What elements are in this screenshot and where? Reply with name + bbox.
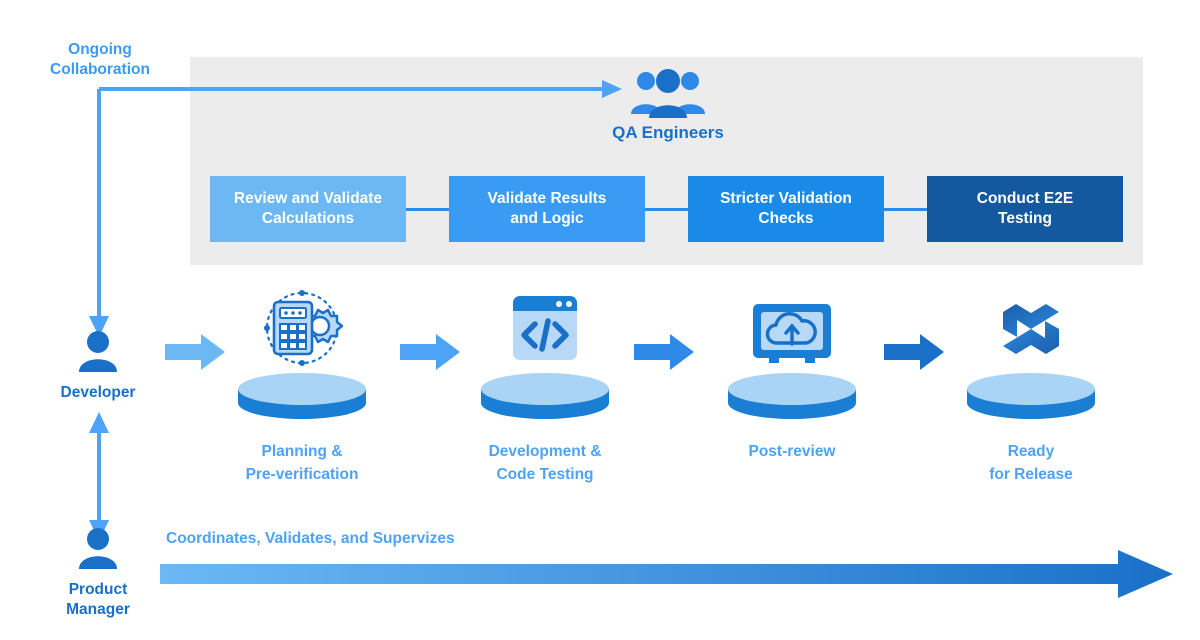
flow-arrow-1 <box>165 334 225 370</box>
stage-4-icon-wrap <box>931 288 1131 366</box>
stage-4-platform <box>931 372 1131 420</box>
qa-box-review-and-validate-calculations[interactable]: Review and Validate Calculations <box>210 176 406 242</box>
flow-arrow-2 <box>400 334 460 370</box>
stage-1-icon-wrap <box>202 288 402 366</box>
supervision-arrow <box>160 550 1173 598</box>
cylinder-platform-icon <box>967 373 1095 419</box>
stage-1-label-line1: Planning & <box>261 443 343 460</box>
cloud-upload-monitor-icon <box>753 304 831 363</box>
qa-engineers-title: QA Engineers <box>612 123 724 142</box>
stage-2-label-line2: Code Testing <box>496 466 594 483</box>
stage-3-label: Post-review <box>692 440 892 463</box>
flow-arrow-4 <box>884 334 944 370</box>
cylinder-platform-icon <box>728 373 856 419</box>
qa-box-stricter-validation-checks[interactable]: Stricter Validation Checks <box>688 176 884 242</box>
qa-box-2-line1: Validate Results <box>487 190 607 207</box>
stage-3-icon-wrap <box>692 288 892 366</box>
persona-developer[interactable]: Developer <box>8 330 188 403</box>
qa-box-4-line2: Testing <box>998 210 1052 227</box>
stage-ready-for-release[interactable]: Ready for Release <box>931 288 1131 486</box>
person-icon <box>79 331 117 372</box>
stage-1-label: Planning & Pre-verification <box>202 440 402 486</box>
stage-1-platform <box>202 372 402 420</box>
qa-box-3-line2: Checks <box>758 210 814 227</box>
code-window-icon <box>513 296 577 360</box>
stage-2-label: Development & Code Testing <box>445 440 645 486</box>
persona-product-manager[interactable]: Product Manager <box>8 527 188 620</box>
stage-3-platform <box>692 372 892 420</box>
qa-box-2-line2: and Logic <box>510 210 584 227</box>
stage-4-label-line2: for Release <box>989 466 1073 483</box>
qa-box-1-line1: Review and Validate <box>233 190 383 207</box>
ongoing-collaboration-label: Ongoing Collaboration <box>10 40 190 80</box>
stage-3-label-line1: Post-review <box>748 443 836 460</box>
qa-connector-2 <box>645 207 688 211</box>
qa-process-row: Review and Validate Calculations Validat… <box>210 176 1123 242</box>
qa-connector-3 <box>884 207 927 211</box>
qa-box-validate-results-and-logic[interactable]: Validate Results and Logic <box>449 176 645 242</box>
stage-planning-pre-verification[interactable]: Planning & Pre-verification <box>202 288 402 486</box>
qa-box-3-line1: Stricter Validation <box>720 190 852 207</box>
cylinder-platform-icon <box>238 373 366 419</box>
stage-2-label-line1: Development & <box>488 443 602 460</box>
qa-box-4-line1: Conduct E2E <box>976 190 1074 207</box>
qa-box-conduct-e2e-testing[interactable]: Conduct E2E Testing <box>927 176 1123 242</box>
stage-1-label-line2: Pre-verification <box>245 466 359 483</box>
qa-box-1-line2: Calculations <box>261 210 355 227</box>
hexagon-s-logo-icon <box>1003 304 1059 354</box>
persona-product-manager-label-line2: Manager <box>66 601 130 618</box>
qa-connector-1 <box>406 207 449 211</box>
ongoing-collaboration-line2: Collaboration <box>50 61 150 78</box>
people-group-icon <box>631 69 705 118</box>
stage-4-label-line1: Ready <box>1007 443 1055 460</box>
cylinder-platform-icon <box>481 373 609 419</box>
persona-developer-label: Developer <box>60 384 136 401</box>
ongoing-collaboration-line1: Ongoing <box>68 41 132 58</box>
stage-2-platform <box>445 372 645 420</box>
supervision-label: Coordinates, Validates, and Supervizes <box>166 530 455 547</box>
flow-arrow-3 <box>634 334 694 370</box>
stage-post-review[interactable]: Post-review <box>692 288 892 463</box>
persona-product-manager-label-line1: Product <box>68 581 128 598</box>
calculator-gear-icon <box>264 290 344 366</box>
stage-4-label: Ready for Release <box>931 440 1131 486</box>
person-icon <box>79 528 117 569</box>
stage-2-icon-wrap <box>445 288 645 366</box>
stage-development-code-testing[interactable]: Development & Code Testing <box>445 288 645 486</box>
